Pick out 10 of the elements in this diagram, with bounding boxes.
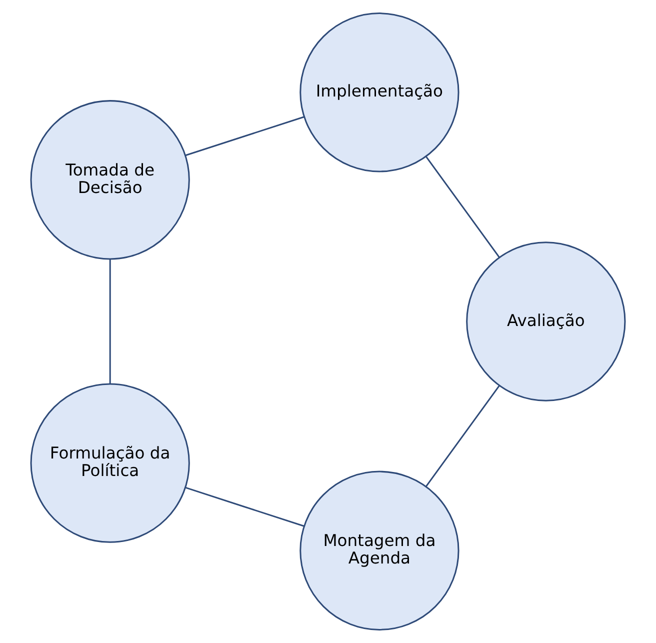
connector bbox=[426, 386, 500, 487]
node-circle: Implementação bbox=[300, 12, 460, 172]
node-circle: Formulação da Política bbox=[30, 383, 190, 543]
connector bbox=[185, 116, 304, 156]
node-circle: Tomada de Decisão bbox=[30, 100, 190, 260]
connector bbox=[426, 156, 500, 258]
node-circle: Montagem da Agenda bbox=[300, 470, 460, 630]
node-circle: Avaliação bbox=[466, 242, 626, 402]
connector bbox=[185, 486, 304, 527]
connector bbox=[109, 259, 111, 384]
